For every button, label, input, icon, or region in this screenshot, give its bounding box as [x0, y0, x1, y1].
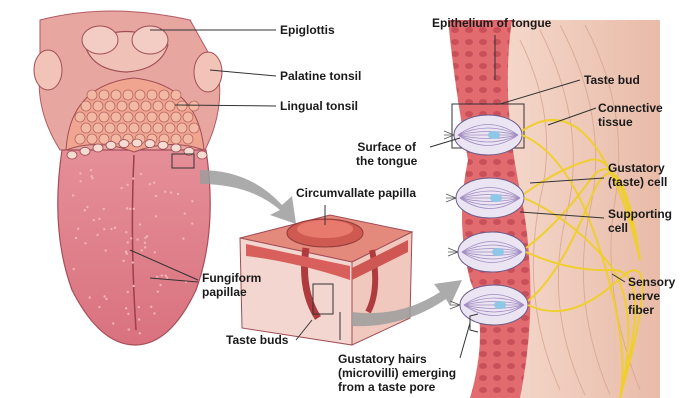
taste-bud-3: [448, 232, 526, 272]
label-surface-of-tongue: Surface of the tongue: [356, 140, 417, 168]
lingual-tonsil-bumps: [75, 90, 199, 144]
label-sensory-nerve-fiber: Sensory nerve fiber: [628, 275, 675, 317]
label-fungiform-papillae: Fungiform papillae: [202, 271, 261, 299]
label-taste-buds: Taste buds: [226, 333, 288, 347]
taste-bud-1: [444, 115, 522, 155]
taste-bud-4: [450, 285, 528, 325]
palatine-tonsil-right: [194, 52, 222, 92]
label-supporting-cell: Supporting cell: [608, 207, 672, 235]
label-gustatory-hairs: Gustatory hairs (microvilli) emerging fr…: [338, 352, 456, 394]
label-epithelium-of-tongue: Epithelium of tongue: [432, 16, 551, 30]
tongue-drawing: [34, 11, 222, 345]
palatine-tonsil-left: [34, 50, 62, 90]
label-gustatory-cell: Gustatory (taste) cell: [608, 161, 667, 189]
label-circumvallate-papilla: Circumvallate papilla: [296, 186, 416, 200]
taste-bud-2: [446, 178, 524, 218]
label-lingual-tonsil: Lingual tonsil: [280, 99, 358, 113]
label-epiglottis: Epiglottis: [280, 23, 335, 37]
label-taste-bud: Taste bud: [584, 73, 640, 87]
label-palatine-tonsil: Palatine tonsil: [280, 69, 361, 83]
label-connective-tissue: Connective tissue: [598, 101, 663, 129]
arrow-to-papilla: [200, 170, 296, 224]
papilla-block: [240, 215, 412, 345]
